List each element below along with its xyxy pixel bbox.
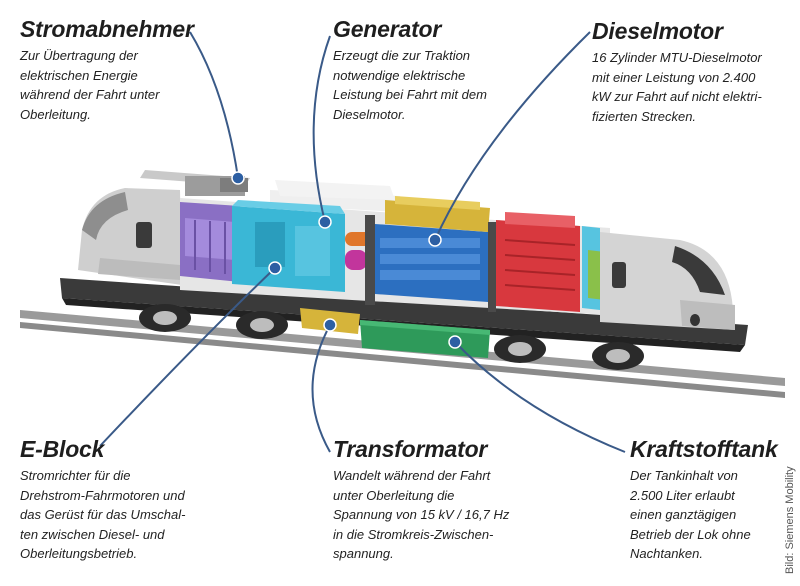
callout-line-dieselmotor: [434, 31, 591, 241]
callout-dot-dieselmotor: [428, 233, 442, 247]
callout-dot-generator: [318, 215, 332, 229]
label-title-eblock: E-Block: [20, 436, 105, 462]
image-credit: Bild: Siemens Mobility: [784, 466, 796, 574]
callout-dots: [231, 171, 462, 349]
callout-dot-stromabnehmer: [231, 171, 245, 185]
label-title-stromabnehmer: Stromabnehmer: [20, 16, 194, 42]
bogies: [139, 304, 644, 370]
callout-dot-kraftstofftank: [448, 335, 462, 349]
diesel-engine-shape: [375, 196, 490, 302]
frame-dividers: [365, 215, 496, 312]
label-stromabnehmer: Stromabnehmer Zur Übertragung der elektr…: [20, 16, 210, 124]
radiator-shape: [496, 212, 580, 312]
callout-lines: [99, 31, 626, 453]
label-text-kraftstofftank: Der Tankinhalt von 2.500 Liter erlaubt e…: [630, 468, 751, 561]
label-generator: Generator Erzeugt die zur Traktion notwe…: [333, 16, 533, 124]
label-text-dieselmotor: 16 Zylinder MTU-Dieselmotor mit einer Le…: [592, 50, 762, 124]
callout-dot-eblock: [268, 261, 282, 275]
label-eblock: E-Block Stromrichter für die Drehstrom-F…: [20, 436, 220, 564]
label-text-generator: Erzeugt die zur Traktion notwendige elek…: [333, 48, 487, 122]
label-title-dieselmotor: Dieselmotor: [592, 18, 723, 44]
callout-line-stromabnehmer: [189, 31, 239, 179]
generator-shape: [232, 200, 345, 292]
label-text-transformator: Wandelt während der Fahrt unter Oberleit…: [333, 468, 510, 561]
callout-line-generator: [312, 35, 331, 223]
label-kraftstofftank: Kraftstofftank Der Tankinhalt von 2.500 …: [630, 436, 790, 564]
label-title-kraftstofftank: Kraftstofftank: [630, 436, 778, 462]
label-title-transformator: Transformator: [333, 436, 488, 462]
fuel-tank-shape: [360, 320, 490, 358]
callout-line-eblock: [99, 267, 276, 447]
callout-line-transformator: [311, 324, 331, 453]
label-text-eblock: Stromrichter für die Drehstrom-Fahrmotor…: [20, 468, 186, 561]
label-title-generator: Generator: [333, 16, 442, 42]
callout-dot-transformator: [323, 318, 337, 332]
label-transformator: Transformator Wandelt während der Fahrt …: [333, 436, 533, 564]
left-cab: [78, 188, 182, 285]
right-cab: [600, 232, 735, 330]
label-dieselmotor: Dieselmotor 16 Zylinder MTU-Dieselmotor …: [592, 18, 792, 126]
pantograph-shape: [140, 170, 250, 196]
label-text-stromabnehmer: Zur Übertragung der elektrischen Energie…: [20, 48, 160, 122]
callout-line-kraftstofftank: [454, 341, 626, 453]
e-block-shape: [180, 202, 240, 282]
